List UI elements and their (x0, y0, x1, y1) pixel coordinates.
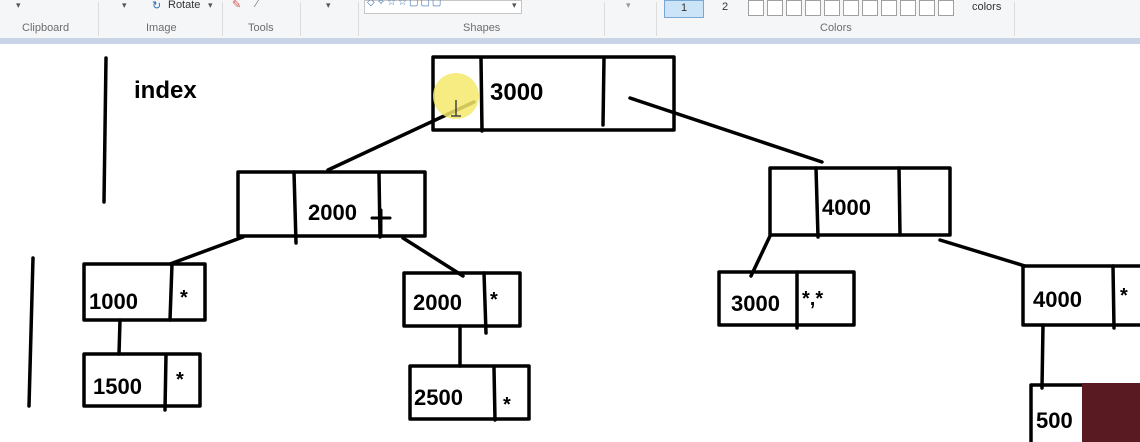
leaf-pointer-label: * (1120, 285, 1128, 307)
group-separator (222, 2, 223, 36)
color-1-button[interactable]: 1 (664, 0, 704, 18)
shapes-gallery[interactable]: ◇✧☆☆▢▢▢ (364, 0, 522, 14)
size-dropdown-icon[interactable]: ▾ (626, 0, 631, 10)
overflow-connector (1040, 323, 1045, 390)
clipboard-dropdown-icon[interactable]: ▾ (16, 0, 21, 10)
image-select-dropdown-icon[interactable]: ▾ (122, 0, 127, 10)
pencil-icon[interactable]: ✎ (232, 0, 242, 11)
leaf-node-divider (482, 271, 488, 335)
leaf-node-box (717, 270, 856, 327)
overflow-node-box (408, 364, 531, 421)
group-separator (358, 2, 359, 36)
color-swatch[interactable] (786, 0, 802, 16)
overflow-node-box (1029, 383, 1084, 442)
leaf-key-label: 3000 (731, 291, 780, 316)
root-node-divider (479, 56, 484, 133)
group-separator (604, 2, 605, 36)
internal-node-divider (814, 166, 820, 239)
leaf-node-box (402, 271, 522, 328)
root-node-divider (601, 56, 606, 127)
group-separator (1014, 2, 1015, 36)
color-swatch[interactable] (805, 0, 821, 16)
tools-group-label: Tools (248, 22, 274, 34)
edit-colors-button[interactable]: colors (972, 1, 1002, 13)
rotate-button[interactable]: Rotate (168, 0, 201, 11)
color-swatch[interactable] (748, 0, 764, 16)
leaf-key-label: 2000 (413, 290, 462, 315)
hand-stroke (27, 256, 35, 408)
root-key-label: 3000 (490, 79, 543, 106)
drawing-canvas[interactable]: index 3000 2000 4000 1000 * 2000 * 3000 … (0, 44, 1140, 442)
leaf-pointer-label: * (180, 287, 188, 309)
hand-stroke (102, 56, 108, 204)
fill-icon[interactable]: ⁄ (256, 0, 258, 10)
internal-key-label: 2000 (308, 200, 357, 225)
rotate-dropdown-icon[interactable]: ▾ (208, 0, 213, 10)
internal-node-box (236, 170, 427, 238)
root-node-box (431, 55, 676, 132)
group-separator (300, 2, 301, 36)
image-group-label: Image (146, 22, 177, 34)
internal-node-divider (897, 166, 902, 237)
leaf-key-label: 1000 (89, 289, 138, 314)
group-separator (656, 2, 657, 36)
overflow-node-divider (492, 366, 497, 422)
color-swatch[interactable] (938, 0, 954, 16)
cursor-mark (370, 208, 392, 238)
edge (401, 236, 465, 278)
colors-group-label: Colors (820, 22, 852, 34)
text-cursor-icon (451, 100, 461, 117)
overflow-pointer-label: * (176, 369, 184, 391)
brushes-dropdown-icon[interactable]: ▾ (326, 0, 331, 10)
overflow-node-box (82, 352, 202, 408)
shapes-group-label: Shapes (463, 22, 501, 34)
rotate-icon[interactable]: ↻ (152, 0, 162, 12)
color-2-button[interactable]: 2 (722, 1, 729, 13)
color-swatch[interactable] (767, 0, 783, 16)
leaf-node-box (1021, 264, 1140, 327)
overflow-connector (117, 318, 122, 356)
color-swatch[interactable] (843, 0, 859, 16)
edge (938, 238, 1027, 268)
group-separator (98, 2, 99, 36)
pointer-highlight (433, 73, 479, 119)
bplus-tree-drawing: index 3000 2000 4000 1000 * 2000 * 3000 … (27, 55, 1140, 442)
color-1-label: 1 (681, 2, 688, 14)
color-swatch[interactable] (862, 0, 878, 16)
color-swatch[interactable] (919, 0, 935, 16)
internal-node-divider (292, 170, 298, 245)
shapes-more-icon[interactable]: ▾ (512, 0, 517, 10)
color-swatch[interactable] (900, 0, 916, 16)
overflow-key-label: 2500 (414, 385, 463, 410)
internal-node-box (768, 166, 952, 237)
overflow-key-label: 1500 (93, 374, 142, 399)
overflow-node-divider (163, 353, 168, 412)
canvas-border (0, 38, 1140, 44)
index-heading: index (134, 77, 197, 104)
leaf-pointer-label: *,* (802, 288, 823, 310)
leaf-node-divider (168, 262, 174, 322)
leaf-pointer-label: * (490, 289, 498, 311)
webcam-overlay (1082, 383, 1140, 442)
internal-key-label: 4000 (822, 195, 871, 220)
leaf-node-divider (1111, 264, 1116, 330)
overflow-key-label: 500 (1036, 408, 1073, 433)
leaf-key-label: 4000 (1033, 287, 1082, 312)
clipboard-group-label: Clipboard (22, 22, 70, 34)
leaf-node-box (82, 262, 207, 322)
color-swatch[interactable] (824, 0, 840, 16)
edge (628, 96, 824, 164)
shape-icons[interactable]: ◇✧☆☆▢▢▢ (367, 0, 444, 8)
edge (168, 235, 245, 266)
edge (749, 234, 772, 278)
overflow-pointer-label: * (503, 394, 511, 416)
ribbon: ▾ ▾ ↻ Rotate ▾ ✎ ⁄ ▾ ◇✧☆☆▢▢▢ ▾ ▾ 1 2 col… (0, 0, 1140, 39)
color-swatch[interactable] (881, 0, 897, 16)
